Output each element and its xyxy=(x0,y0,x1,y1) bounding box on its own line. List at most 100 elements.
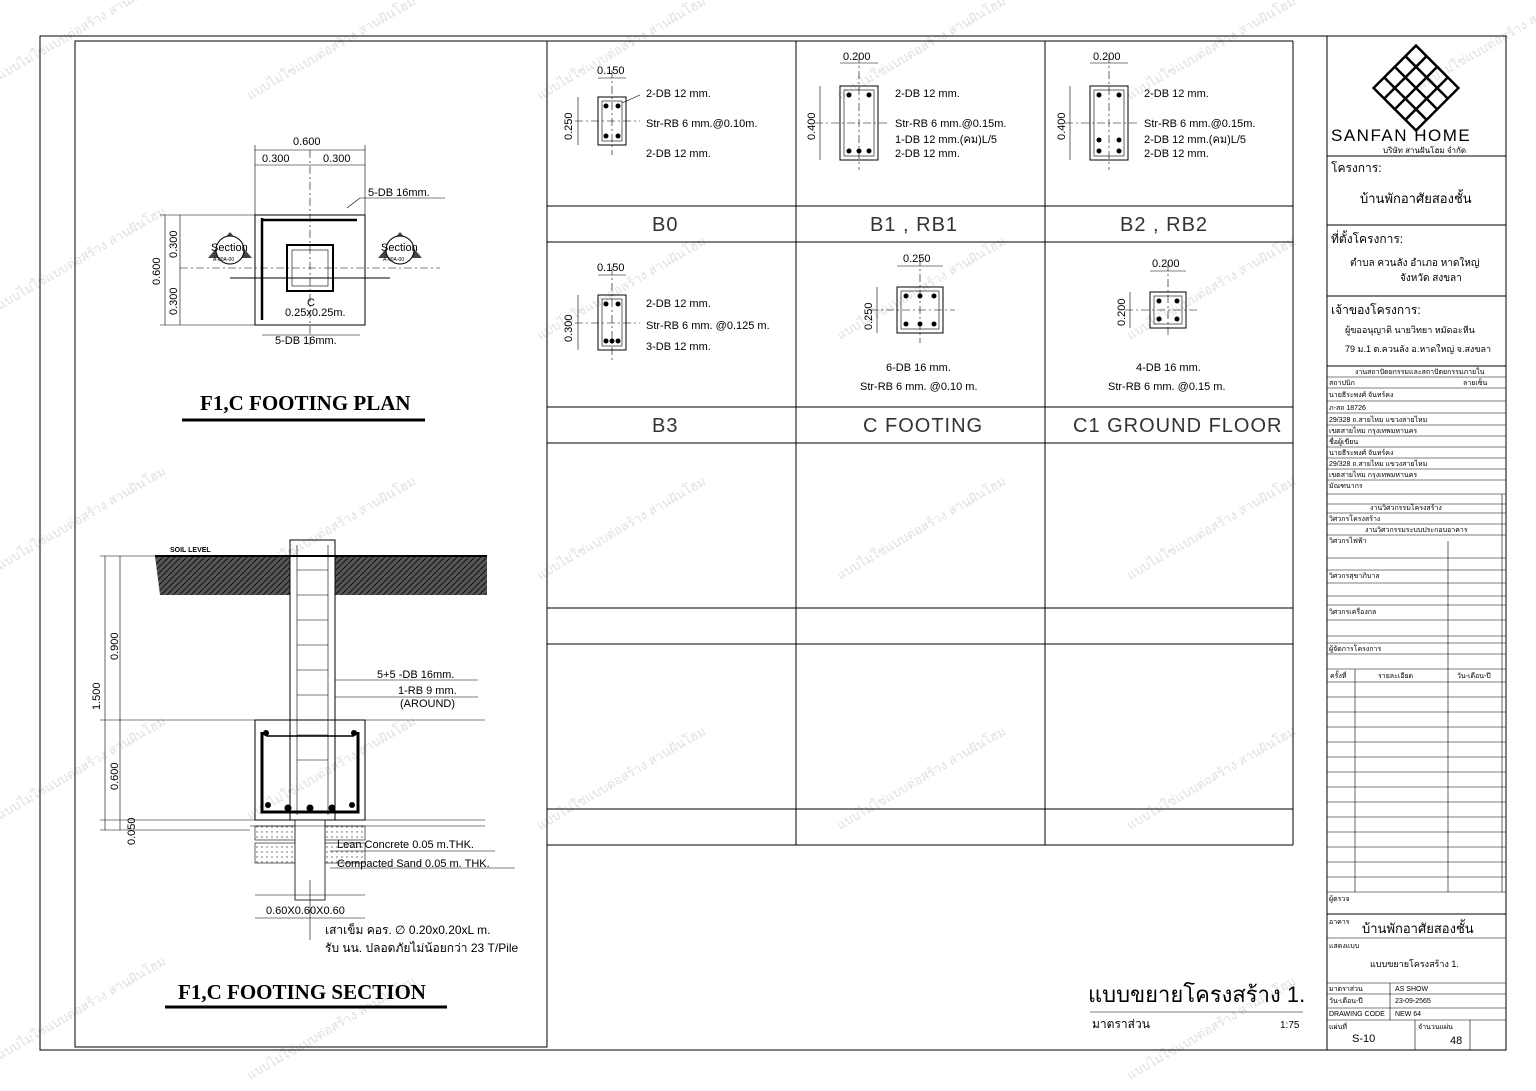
total-label: จำนวนแผ่น xyxy=(1418,1023,1453,1031)
address-line: เขตสายไหม กรุงเทพมหานคร xyxy=(1329,470,1417,479)
watermark: แบบไม่ใช่แบบต่อสร้าง สานฝันโฮม xyxy=(834,473,1008,582)
elec-label: วิศวกรไฟฟ้า xyxy=(1329,536,1367,545)
rebar-top: 2-DB 12 mm. xyxy=(646,88,711,100)
decorator-label: มัณฑนากร xyxy=(1329,482,1363,490)
section-title: F1,C FOOTING SECTION xyxy=(178,980,426,1004)
mech-label: วิศวกรเครื่องกล xyxy=(1329,607,1376,616)
project-label: โครงการ: xyxy=(1331,161,1382,175)
dim-text: 0.600 xyxy=(293,136,321,148)
detail-label: B0 xyxy=(652,214,678,236)
beam-detail-b1: 0.200 0.400 2-DB 12 mm. Str-RB 6 mm.@0.1… xyxy=(806,51,1006,236)
dim-text: 0.300 xyxy=(262,153,290,165)
beam-detail-b2: 0.200 0.400 2-DB 12 mm. Str-RB 6 mm.@0.1… xyxy=(1056,51,1255,236)
architect-label: สถาปนิก xyxy=(1329,379,1355,387)
sand-label: Compacted Sand 0.05 m. THK. xyxy=(337,858,490,870)
architect-license: ภ-สถ 18726 xyxy=(1329,405,1366,412)
rev-no-label: ครั้งที่ xyxy=(1330,669,1347,680)
pile-note: เสาเข็ม คอร. ∅ 0.20x0.20xL m. xyxy=(325,922,490,937)
dim-height: 0.400 xyxy=(1056,112,1068,140)
rebar-top: 2-DB 12 mm. xyxy=(1144,88,1209,100)
dim-text: 1.500 xyxy=(91,682,103,710)
sys-dept: งานวิศวกรรมระบบประกอบอาคาร xyxy=(1365,526,1468,534)
company-sub: บริษัท สานฝันโฮม จำกัด xyxy=(1383,145,1466,155)
stirrup: Str-RB 6 mm.@0.15m. xyxy=(895,118,1006,130)
project-name: บ้านพักอาศัยสองชั้น xyxy=(1360,189,1472,206)
dim-text: 0.600 xyxy=(109,762,121,790)
rebar-top: 2-DB 12 mm. xyxy=(646,298,711,310)
dim-width: 0.200 xyxy=(1093,51,1121,63)
column-size: 0.25x0.25m. xyxy=(285,307,346,319)
column-ties xyxy=(297,569,328,761)
rebar-label: 1-RB 9 mm. xyxy=(398,685,457,697)
rebar-bottom: 2-DB 12 mm. xyxy=(895,148,960,160)
show-label: แสดงแบบ xyxy=(1329,943,1359,950)
footing-section: SOIL LEVEL 1.500 0.900 0. xyxy=(91,539,519,1009)
detail-label: C FOOTING xyxy=(863,415,983,437)
stirrup: Str-RB 6 mm.@0.15m. xyxy=(1144,118,1255,130)
rebar-extra: 2-DB 12 mm.(คม)L/5 xyxy=(1144,134,1246,146)
watermark: แบบไม่ใช่แบบต่อสร้าง สานฝันโฮม xyxy=(0,953,168,1062)
dim-width: 0.150 xyxy=(597,65,625,77)
date-value: 23-09-2565 xyxy=(1395,998,1431,1005)
logo-icon xyxy=(1371,43,1461,133)
dim-width: 0.250 xyxy=(903,253,931,265)
scale-value: AS SHOW xyxy=(1395,986,1428,993)
detail-label: B3 xyxy=(652,415,678,437)
dim-text: 0.050 xyxy=(126,817,138,845)
dim-text: 0.300 xyxy=(323,153,351,165)
beam-detail-b3: 0.150 0.300 2-DB 12 mm. Str-RB 6 mm. @0.… xyxy=(563,262,770,437)
column-detail-c1: 0.200 0.200 4-DB 16 mm. Str-RB 6 mm. @0.… xyxy=(1073,258,1281,437)
plan-title: F1,C FOOTING PLAN xyxy=(200,391,411,415)
date-label: วัน-เดือน-ปี xyxy=(1329,997,1363,1005)
title-block-frame xyxy=(1326,35,1507,1051)
pm-label: ผู้จัดการโครงการ xyxy=(1329,644,1381,653)
sign-label: ลายเซ็น xyxy=(1463,378,1487,387)
dim-width: 0.200 xyxy=(1152,258,1180,270)
dim-text: 0.300 xyxy=(168,230,180,258)
dim-height: 0.250 xyxy=(563,112,575,140)
sheet-title: แบบขยายโครงสร้าง 1. xyxy=(1088,982,1305,1007)
checker-label: ผู้ตรวจ xyxy=(1329,895,1349,903)
section-marker-left: Section A-00A-00 xyxy=(208,232,252,265)
code-label: DRAWING CODE xyxy=(1329,1011,1385,1018)
stirrup: Str-RB 6 mm. @0.10 m. xyxy=(860,381,978,393)
org-label: งานสถาปัตยกรรมและสถาปัตยกรรมภายใน xyxy=(1355,367,1485,376)
san-label: วิศวกรสุขาภิบาล xyxy=(1329,572,1380,580)
footing-size: 0.60X0.60X0.60 xyxy=(266,905,345,917)
column-detail-c: 0.250 0.250 6-DB 16 mm. Str-RB 6 mm. @0.… xyxy=(860,253,983,437)
watermark: แบบไม่ใช่แบบต่อสร้าง สานฝันโฮม xyxy=(534,723,708,832)
beam-detail-b0: 0.150 0.250 2-DB 12 mm. Str-RB 6 mm.@0.1… xyxy=(563,65,757,236)
rebar-label: (AROUND) xyxy=(400,698,455,710)
scale-label: มาตราส่วน xyxy=(1092,1017,1150,1031)
dim-width: 0.200 xyxy=(843,51,871,63)
scale-value: 1:75 xyxy=(1280,1020,1300,1031)
watermark: แบบไม่ใช่แบบต่อสร้าง สานฝันโฮม xyxy=(834,723,1008,832)
location-line: ตำบล ควนลัง อำเภอ หาดใหญ่ xyxy=(1350,257,1479,269)
detail-grid xyxy=(547,40,1294,846)
scale-label: มาตราส่วน xyxy=(1329,986,1363,993)
watermark: แบบไม่ใช่แบบต่อสร้าง สานฝันโฮม xyxy=(244,0,418,103)
designer-label: ชื่อผู้เขียน xyxy=(1329,437,1358,446)
dim-height: 0.400 xyxy=(806,112,818,140)
address-line: 29/328 ถ.สายไหม แขวงสายไหม xyxy=(1329,459,1427,468)
watermark: แบบไม่ใช่แบบต่อสร้าง สานฝันโฮม xyxy=(0,713,168,822)
rebar-label: 5+5 -DB 16mm. xyxy=(377,669,454,681)
location-label: ที่ตั้งโครงการ: xyxy=(1331,230,1403,246)
location-line: จังหวัด สงขลา xyxy=(1400,273,1462,284)
sheet-number: S-10 xyxy=(1352,1033,1375,1045)
section-marker-right: Section A-00A-00 xyxy=(378,232,422,265)
stirrup: Str-RB 6 mm. @0.15 m. xyxy=(1108,381,1226,393)
show-value: แบบขยายโครงสร้าง 1. xyxy=(1370,959,1459,969)
title-block: SANFAN HOME บริษัท สานฝันโฮม จำกัด โครงก… xyxy=(1327,43,1506,1050)
dim-height: 0.200 xyxy=(1116,298,1128,326)
rebar-extra: 1-DB 12 mm.(คม)L/5 xyxy=(895,134,997,146)
lean-label: Lean Concrete 0.05 m.THK. xyxy=(337,839,474,851)
rebar-bottom: 2-DB 12 mm. xyxy=(646,148,711,160)
rebar-label: 5-DB 16mm. xyxy=(275,335,337,347)
watermark: แบบไม่ใช่แบบต่อสร้าง สานฝันโฮม xyxy=(1124,723,1298,832)
company-name: SANFAN HOME xyxy=(1331,126,1471,145)
dim-height: 0.250 xyxy=(863,302,875,330)
section-tag: Section xyxy=(381,242,418,254)
